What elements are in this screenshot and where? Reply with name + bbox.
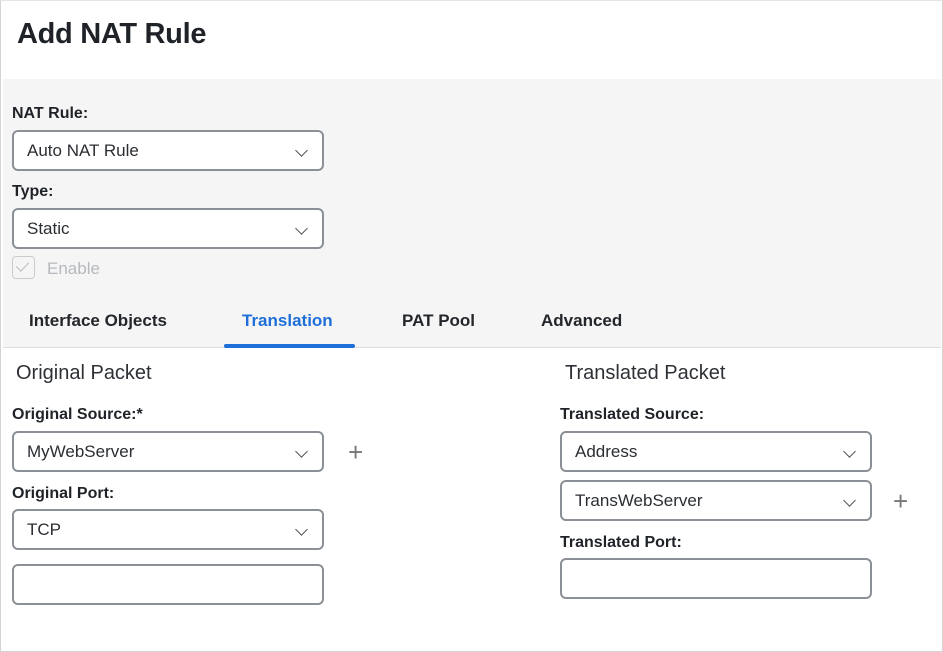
translated-port-input[interactable]: [560, 558, 872, 599]
original-source-select[interactable]: MyWebServer: [12, 431, 324, 472]
translated-source-label: Translated Source:: [560, 406, 705, 423]
dialog-title: Add NAT Rule: [17, 18, 207, 50]
original-packet-heading: Original Packet: [16, 362, 152, 384]
add-translated-source-plus-icon[interactable]: +: [893, 486, 909, 516]
translated-source-type-value: Address: [575, 442, 638, 461]
original-port-select[interactable]: TCP: [12, 509, 324, 550]
chevron-down-icon: [843, 494, 856, 507]
chevron-down-icon: [295, 222, 308, 235]
enable-label: Enable: [47, 259, 100, 278]
active-tab-indicator: [224, 344, 355, 348]
original-port-label: Original Port:: [12, 485, 115, 502]
nat-rule-value: Auto NAT Rule: [27, 141, 139, 160]
nat-rule-select[interactable]: Auto NAT Rule: [12, 130, 324, 171]
type-value: Static: [27, 219, 70, 238]
chevron-down-icon: [295, 445, 308, 458]
original-source-value: MyWebServer: [27, 442, 135, 461]
enable-checkbox[interactable]: [12, 256, 35, 279]
translated-source-value: TransWebServer: [575, 491, 703, 510]
nat-rule-label: NAT Rule:: [12, 105, 89, 122]
original-port-value: TCP: [27, 520, 61, 539]
tab-interface-objects[interactable]: Interface Objects: [29, 311, 167, 330]
tab-translation[interactable]: Translation: [242, 311, 333, 330]
tab-advanced[interactable]: Advanced: [541, 311, 623, 330]
chevron-down-icon: [295, 523, 308, 536]
chevron-down-icon: [295, 144, 308, 157]
translated-port-label: Translated Port:: [560, 534, 682, 551]
original-source-label: Original Source:*: [12, 406, 143, 423]
translated-source-select[interactable]: TransWebServer: [560, 480, 872, 521]
tab-pat-pool[interactable]: PAT Pool: [402, 311, 476, 330]
chevron-down-icon: [843, 445, 856, 458]
original-port-input[interactable]: [12, 564, 324, 605]
type-label: Type:: [12, 183, 54, 200]
type-select[interactable]: Static: [12, 208, 324, 249]
add-original-source-plus-icon[interactable]: +: [348, 437, 364, 467]
translated-source-type-select[interactable]: Address: [560, 431, 872, 472]
translated-packet-heading: Translated Packet: [565, 362, 726, 384]
